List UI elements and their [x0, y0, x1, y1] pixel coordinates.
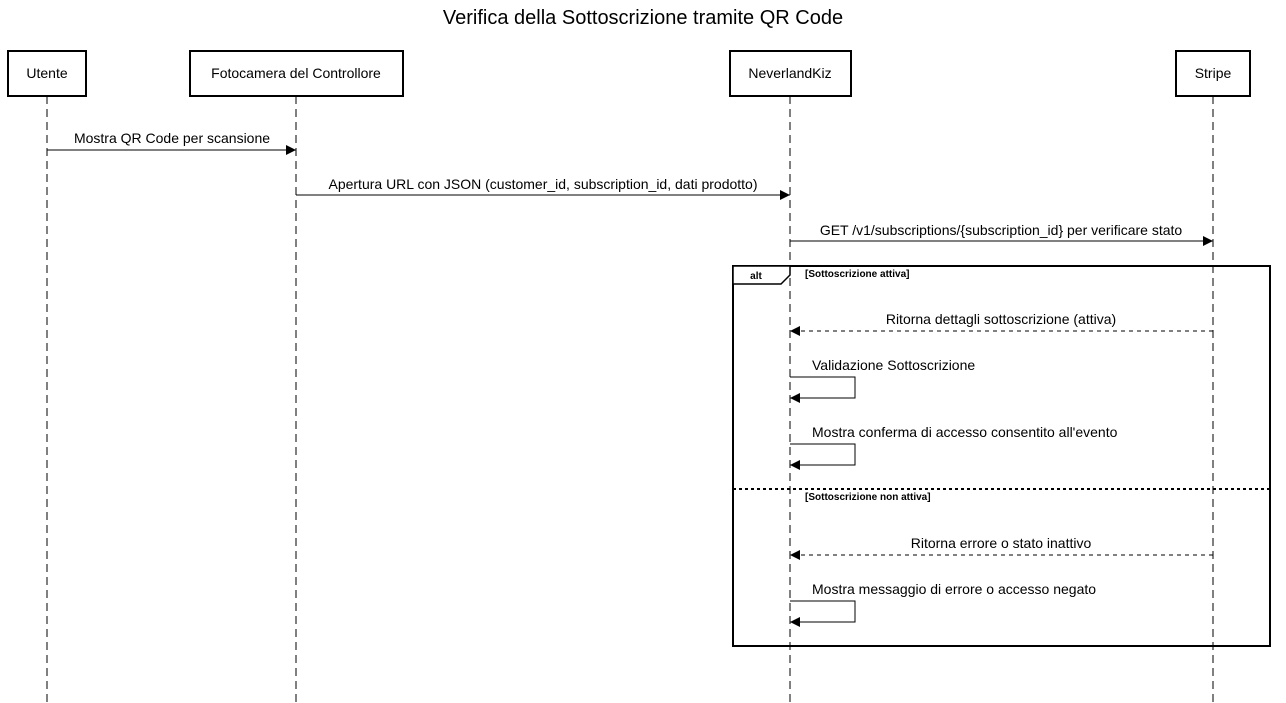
message-ritorna-errore-label: Ritorna errore o stato inattivo — [911, 535, 1092, 551]
participant-fotocamera: Fotocamera del Controllore — [189, 50, 404, 97]
participant-stripe: Stripe — [1175, 50, 1251, 97]
participant-stripe-label: Stripe — [1195, 65, 1232, 81]
message-conferma-accesso: Mostra conferma di accesso consentito al… — [790, 424, 1118, 470]
message-errore-accesso: Mostra messaggio di errore o accesso neg… — [790, 581, 1096, 627]
alt-fragment: alt [Sottoscrizione attiva] [Sottoscrizi… — [732, 265, 1271, 647]
alt-guard-non-attiva: [Sottoscrizione non attiva] — [805, 492, 931, 503]
alt-guard-attiva: [Sottoscrizione attiva] — [805, 269, 909, 280]
participant-fotocamera-label: Fotocamera del Controllore — [211, 65, 381, 81]
participant-utente: Utente — [7, 50, 87, 97]
message-ritorna-dettagli: Ritorna dettagli sottoscrizione (attiva) — [790, 311, 1213, 336]
message-validazione-label: Validazione Sottoscrizione — [812, 357, 975, 373]
message-conferma-accesso-label: Mostra conferma di accesso consentito al… — [812, 424, 1118, 440]
message-ritorna-errore: Ritorna errore o stato inattivo — [790, 535, 1213, 560]
message-apertura-url-label: Apertura URL con JSON (customer_id, subs… — [328, 176, 757, 192]
participant-neverlandkiz-label: NeverlandKiz — [748, 65, 831, 81]
message-validazione: Validazione Sottoscrizione — [790, 357, 975, 403]
diagram-title: Verifica della Sottoscrizione tramite QR… — [443, 7, 843, 29]
message-mostra-qr-label: Mostra QR Code per scansione — [74, 130, 270, 146]
message-mostra-qr: Mostra QR Code per scansione — [47, 130, 296, 155]
message-apertura-url: Apertura URL con JSON (customer_id, subs… — [296, 176, 790, 200]
message-errore-accesso-label: Mostra messaggio di errore o accesso neg… — [812, 581, 1096, 597]
participant-neverlandkiz: NeverlandKiz — [729, 50, 852, 97]
alt-operator-label: alt — [750, 271, 762, 282]
participant-utente-label: Utente — [26, 65, 67, 81]
message-ritorna-dettagli-label: Ritorna dettagli sottoscrizione (attiva) — [886, 311, 1116, 327]
message-get-subscription: GET /v1/subscriptions/{subscription_id} … — [790, 222, 1213, 246]
message-get-subscription-label: GET /v1/subscriptions/{subscription_id} … — [820, 222, 1183, 238]
